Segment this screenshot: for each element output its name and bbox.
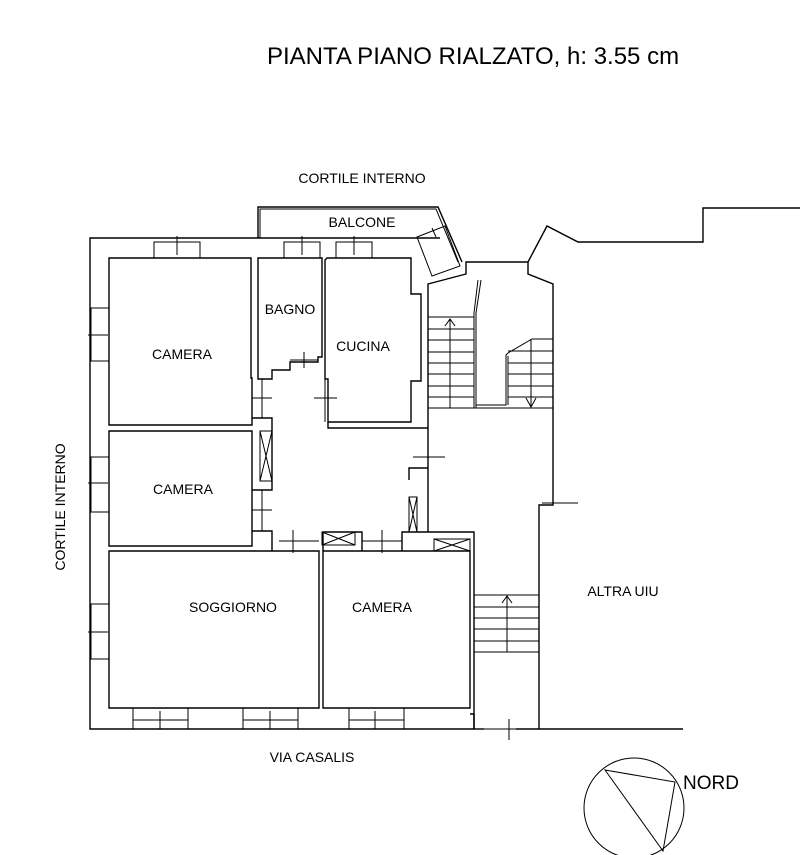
label-courtyard-left: CORTILE INTERNO: [52, 443, 68, 570]
stair-steps-3: [474, 594, 539, 653]
room-camera-1: [108, 257, 253, 426]
room-label-soggiorno: SOGGIORNO: [189, 599, 277, 615]
room-label-camera-3: CAMERA: [352, 599, 413, 615]
duct-2: [321, 531, 356, 546]
windows: [88, 236, 405, 730]
ducts: [259, 430, 471, 552]
window: [283, 236, 321, 259]
label-other-unit: ALTRA UIU: [587, 583, 658, 599]
window: [88, 456, 110, 513]
balcony: [257, 206, 463, 277]
duct-3: [408, 496, 418, 533]
stair-steps-2: [508, 339, 553, 409]
stair-steps-1: [428, 316, 474, 408]
room-camera-3: [322, 550, 471, 709]
window: [88, 603, 110, 660]
window: [88, 307, 110, 362]
label-balcony: BALCONE: [329, 214, 396, 230]
window: [348, 707, 405, 730]
window: [153, 236, 201, 259]
window: [242, 707, 299, 730]
duct-4: [433, 538, 471, 552]
room-label-camera-1: CAMERA: [152, 346, 213, 362]
neighbour-boundary: [527, 207, 800, 263]
room-label-bagno: BAGNO: [265, 301, 316, 317]
room-bagno: [257, 257, 323, 380]
balcony-door: [416, 225, 461, 277]
window: [132, 707, 189, 730]
room-label-camera-2: CAMERA: [153, 481, 214, 497]
room-cucina: [324, 257, 422, 423]
doors: [252, 227, 578, 740]
room-camera-2: [108, 430, 253, 547]
label-north: NORD: [683, 773, 739, 794]
plan-title: PIANTA PIANO RIALZATO, h: 3.55 cm: [267, 43, 679, 70]
window: [335, 236, 373, 259]
stairwell: [427, 261, 554, 729]
label-courtyard-top: CORTILE INTERNO: [298, 170, 425, 186]
label-street: VIA CASALIS: [270, 749, 355, 765]
room-soggiorno: [108, 550, 320, 709]
room-label-cucina: CUCINA: [336, 338, 390, 354]
north-compass-icon: [583, 757, 685, 855]
duct-1: [259, 430, 273, 482]
